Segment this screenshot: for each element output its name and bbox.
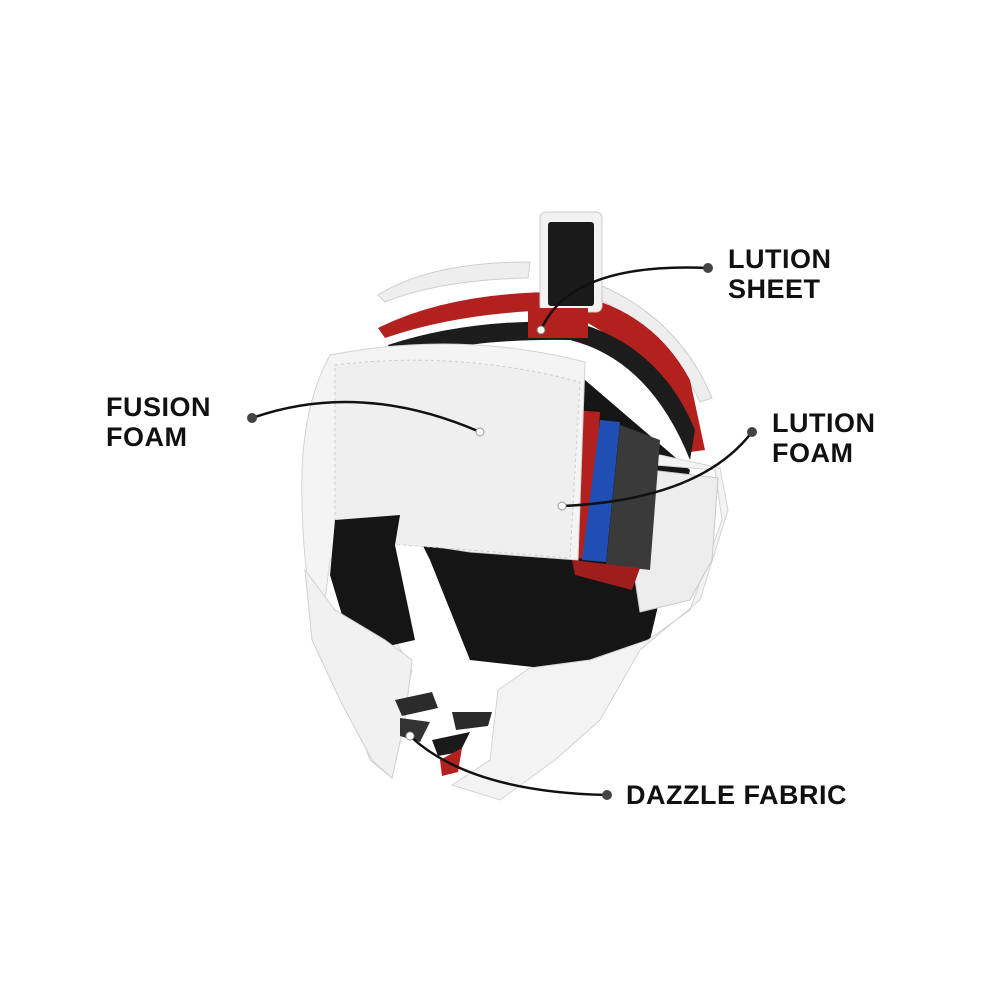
- callout-line-dazzle-fabric: [409, 735, 608, 797]
- forehead-pad: [334, 359, 581, 559]
- callout-dot-lution-foam-start: [557, 501, 567, 511]
- left-cheek-shell: [304, 568, 413, 779]
- callout-dot-fusion-foam-start: [475, 427, 485, 437]
- callout-dot-fusion-foam-end: [247, 413, 257, 423]
- strap-red-tab: [528, 308, 588, 338]
- red-foam-layer-top: [378, 292, 705, 452]
- callout-dot-lution-sheet-start: [536, 325, 546, 335]
- callout-dot-dazzle-fabric-start: [405, 731, 415, 741]
- chin-piece-black: [432, 732, 470, 756]
- callout-label-fusion-foam: FUSION FOAM: [106, 392, 212, 452]
- callout-line-fusion-foam: [251, 400, 481, 434]
- right-shell: [450, 454, 729, 801]
- callout-dot-lution-sheet-end: [703, 263, 713, 273]
- black-lining-top: [388, 321, 695, 460]
- callout-line-lution-foam: [561, 431, 753, 508]
- callout-label-lution-sheet: LUTION SHEET: [728, 244, 832, 304]
- chin-piece-right: [452, 712, 492, 730]
- callout-label-lution-foam: LUTION FOAM: [772, 408, 876, 468]
- callout-line-lution-sheet: [539, 266, 709, 331]
- callout-dot-lution-foam-end: [747, 427, 757, 437]
- top-strap-mesh: [548, 222, 594, 306]
- chin-piece-red: [440, 748, 462, 776]
- left-ear-gap: [330, 515, 415, 648]
- chin-piece-left: [395, 692, 438, 716]
- callout-dot-dazzle-fabric-end: [602, 790, 612, 800]
- callout-label-dazzle-fabric: DAZZLE FABRIC: [626, 780, 847, 810]
- blue-layer-slice: [582, 420, 620, 562]
- red-layer-lower: [572, 560, 640, 590]
- chin-piece-mid: [400, 718, 430, 742]
- top-shell-strip-left: [377, 261, 531, 303]
